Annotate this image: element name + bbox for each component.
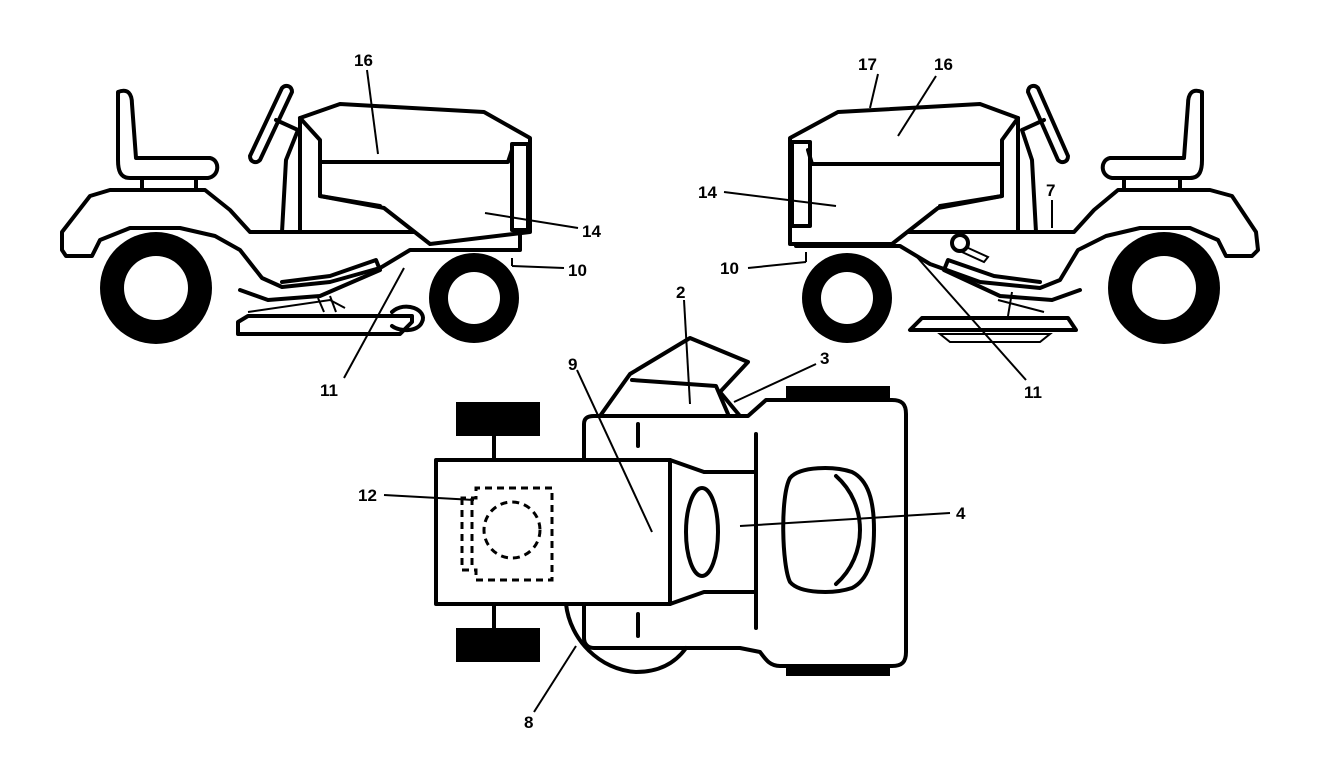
right-steering-wheel bbox=[1026, 83, 1070, 165]
left-rear-wheel bbox=[100, 232, 212, 344]
callout-top-3: 3 bbox=[820, 349, 829, 368]
callout-right-10: 10 bbox=[720, 259, 739, 278]
callout-labels: 16 14 10 11 17 16 14 7 10 11 2 3 9 4 12 … bbox=[320, 51, 1055, 732]
right-fender bbox=[794, 188, 1260, 290]
callout-left-16: 16 bbox=[354, 51, 373, 70]
right-hood bbox=[788, 102, 1020, 246]
top-front-tire-upper bbox=[456, 402, 540, 436]
callout-right-7: 7 bbox=[1046, 181, 1055, 200]
top-view bbox=[383, 299, 951, 713]
left-fender bbox=[60, 188, 522, 289]
right-mower-deck bbox=[908, 291, 1078, 343]
callout-top-8: 8 bbox=[524, 713, 533, 732]
callout-top-12: 12 bbox=[358, 486, 377, 505]
callout-right-16: 16 bbox=[934, 55, 953, 74]
top-front-tire-lower bbox=[456, 628, 540, 662]
callout-top-2: 2 bbox=[676, 283, 685, 302]
callout-right-14: 14 bbox=[698, 183, 717, 202]
right-lift-lever bbox=[950, 233, 990, 264]
discharge-chute bbox=[598, 336, 750, 418]
right-side-view bbox=[723, 73, 1260, 381]
top-seat bbox=[781, 466, 876, 594]
callout-right-17: 17 bbox=[858, 55, 877, 74]
left-mower-deck bbox=[236, 295, 425, 336]
right-seat bbox=[1100, 88, 1204, 192]
callout-top-4: 4 bbox=[956, 504, 966, 523]
callout-left-11: 11 bbox=[320, 381, 338, 400]
top-steering-column bbox=[684, 486, 720, 578]
left-steering-wheel bbox=[248, 83, 294, 165]
callout-left-14: 14 bbox=[582, 222, 601, 241]
right-front-wheel bbox=[802, 253, 892, 343]
callout-right-11: 11 bbox=[1024, 383, 1042, 402]
left-seat bbox=[116, 88, 220, 192]
top-rear-tire-upper bbox=[786, 386, 890, 398]
callout-left-10: 10 bbox=[568, 261, 587, 280]
callout-top-9: 9 bbox=[568, 355, 577, 374]
left-side-view bbox=[60, 69, 579, 379]
left-front-wheel bbox=[429, 253, 519, 343]
right-rear-wheel bbox=[1108, 232, 1220, 344]
left-hood bbox=[298, 102, 532, 246]
